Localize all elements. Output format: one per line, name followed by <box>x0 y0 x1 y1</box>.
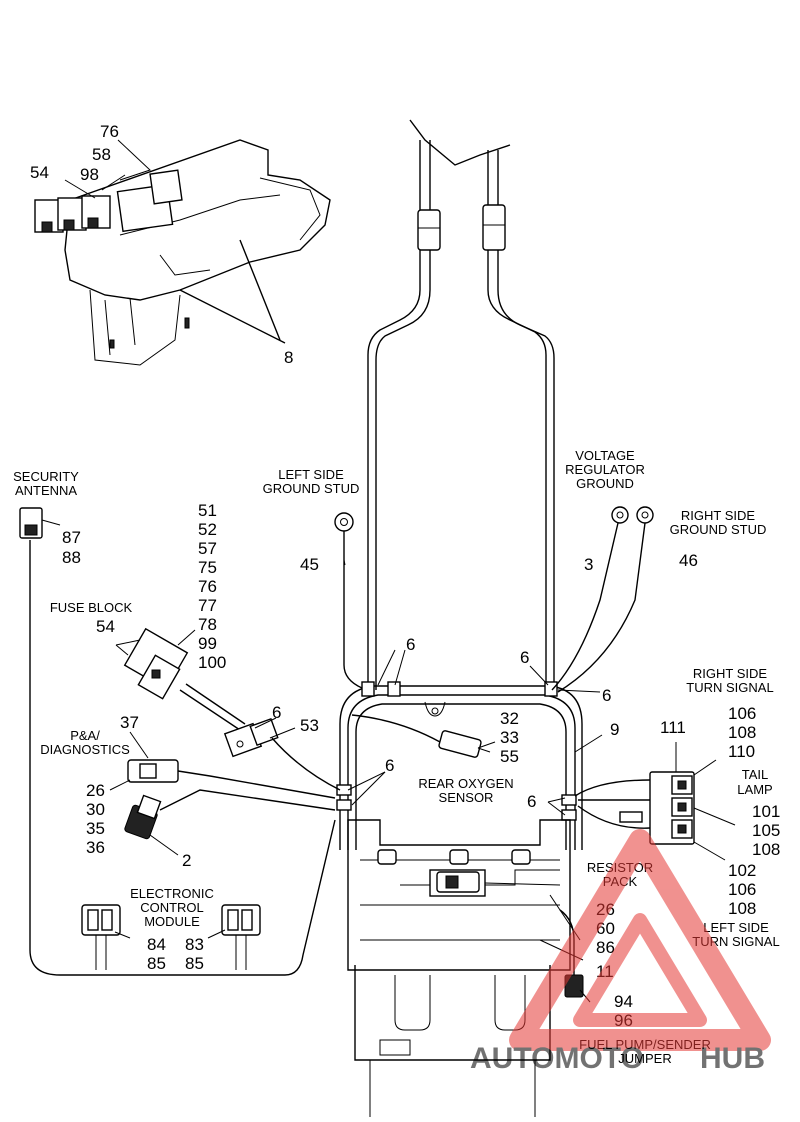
watermark-text-left: AUTOMOTO <box>470 1042 644 1075</box>
callout-33: 33 <box>500 728 519 747</box>
rear-oxygen-sensor-connector <box>351 714 491 758</box>
label-fuse-block: FUSE BLOCK <box>50 600 133 615</box>
tail-lamp-connectors <box>574 771 695 845</box>
callout-26a: 26 <box>86 781 105 800</box>
callout-30: 30 <box>86 800 105 819</box>
callout-102: 102 <box>728 861 756 880</box>
callout-87: 87 <box>62 528 81 547</box>
callout-57: 57 <box>198 539 217 558</box>
label-left-turn-1: LEFT SIDE <box>703 920 769 935</box>
callout-85b: 85 <box>185 954 204 973</box>
watermark: AUTOMOTO HUB <box>470 829 771 1075</box>
callout-98: 98 <box>80 165 99 184</box>
callout-84: 84 <box>147 935 166 954</box>
callout-75: 75 <box>198 558 217 577</box>
callout-76: 76 <box>100 122 119 141</box>
label-rear-o2-1: REAR OXYGEN <box>418 776 513 791</box>
label-right-ground-2: GROUND STUD <box>670 522 767 537</box>
resistor-pack <box>436 871 480 893</box>
callout-6c: 6 <box>602 686 611 705</box>
component-labels: SECURITY ANTENNA LEFT SIDE GROUND STUD V… <box>13 448 780 1066</box>
callout-6b: 6 <box>520 648 529 667</box>
callout-55: 55 <box>500 747 519 766</box>
callout-2: 2 <box>182 851 191 870</box>
callout-6f: 6 <box>527 792 536 811</box>
callout-6a: 6 <box>406 635 415 654</box>
pa-diagnostics-connectors <box>124 759 336 840</box>
fuse-block <box>123 627 246 731</box>
harness-loop <box>336 681 583 850</box>
callout-54: 54 <box>30 163 49 182</box>
callout-101: 101 <box>752 802 780 821</box>
callout-88: 88 <box>62 548 81 567</box>
callout-105: 105 <box>752 821 780 840</box>
callout-3: 3 <box>584 555 593 574</box>
label-pa-diag-2: DIAGNOSTICS <box>40 742 130 757</box>
watermark-text-right: HUB <box>700 1042 765 1075</box>
callout-106b: 106 <box>728 880 756 899</box>
label-tail-lamp-1: TAIL <box>742 767 769 782</box>
callout-46: 46 <box>679 551 698 570</box>
callout-58: 58 <box>92 145 111 164</box>
callout-100: 100 <box>198 653 226 672</box>
callout-6e: 6 <box>385 756 394 775</box>
callout-76b: 76 <box>198 577 217 596</box>
callout-108b: 108 <box>752 840 780 859</box>
label-security-antenna-2: ANTENNA <box>15 483 77 498</box>
right-ground-wires <box>551 506 654 693</box>
label-pa-diag-1: P&A/ <box>70 728 100 743</box>
callout-110: 110 <box>728 742 755 761</box>
connector-53 <box>223 717 341 791</box>
callout-52: 52 <box>198 520 217 539</box>
callout-78: 78 <box>198 615 217 634</box>
label-tail-lamp-2: LAMP <box>737 782 772 797</box>
callout-83: 83 <box>185 935 204 954</box>
watermark-triangle-logo <box>509 829 771 1051</box>
callout-106a: 106 <box>728 704 756 723</box>
main-harness <box>367 119 555 690</box>
label-ecm-2: CONTROL <box>140 900 204 915</box>
callout-8: 8 <box>284 348 293 367</box>
label-fuel-pump-2: JUMPER <box>618 1051 671 1066</box>
callout-45: 45 <box>300 555 319 574</box>
ecm-connectors <box>81 904 261 970</box>
callout-94: 94 <box>614 992 633 1011</box>
label-right-turn-2: TURN SIGNAL <box>686 680 773 695</box>
callout-36: 36 <box>86 838 105 857</box>
callout-9: 9 <box>610 720 619 739</box>
callout-54b: 54 <box>96 617 115 636</box>
callout-108a: 108 <box>728 723 756 742</box>
label-right-turn-1: RIGHT SIDE <box>693 666 767 681</box>
label-ecm-1: ELECTRONIC <box>130 886 214 901</box>
fuse-bracket-assembly <box>34 139 331 366</box>
callout-77: 77 <box>198 596 217 615</box>
label-left-ground-2: GROUND STUD <box>263 481 360 496</box>
left-ground-wire <box>334 512 363 689</box>
label-voltage-reg-3: GROUND <box>576 476 634 491</box>
label-voltage-reg-1: VOLTAGE <box>575 448 635 463</box>
callout-32: 32 <box>500 709 519 728</box>
label-voltage-reg-2: REGULATOR <box>565 462 645 477</box>
label-ecm-3: MODULE <box>144 914 200 929</box>
label-right-ground-1: RIGHT SIDE <box>681 508 755 523</box>
callout-108c: 108 <box>728 899 756 918</box>
callout-6d: 6 <box>272 703 281 722</box>
security-antenna <box>19 507 336 976</box>
label-left-ground-1: LEFT SIDE <box>278 467 344 482</box>
label-security-antenna-1: SECURITY <box>13 469 79 484</box>
callout-53: 53 <box>300 716 319 735</box>
callout-37: 37 <box>120 713 139 732</box>
callout-111: 111 <box>660 718 686 737</box>
callout-35: 35 <box>86 819 105 838</box>
callout-99: 99 <box>198 634 217 653</box>
callout-85a: 85 <box>147 954 166 973</box>
label-rear-o2-2: SENSOR <box>439 790 494 805</box>
callout-51: 51 <box>198 501 217 520</box>
callout-86: 86 <box>596 938 615 957</box>
